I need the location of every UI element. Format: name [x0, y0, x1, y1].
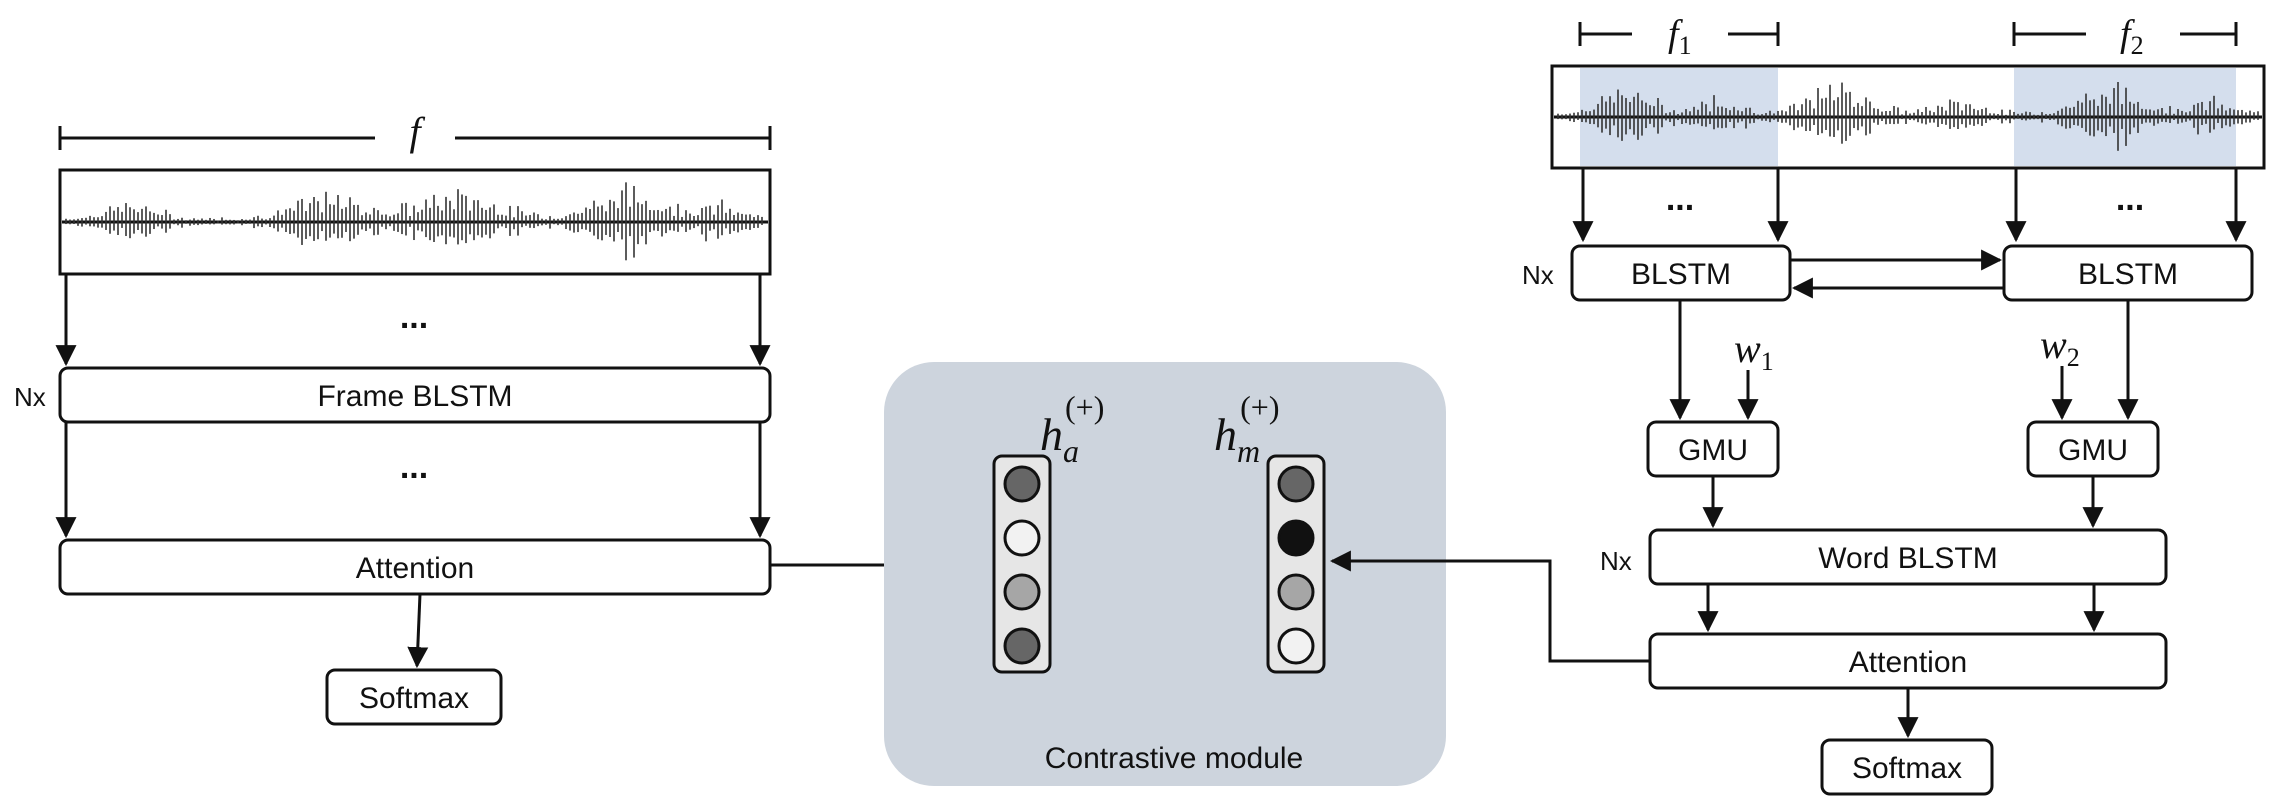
- svg-text:ha(+): ha(+): [1040, 389, 1104, 469]
- word-blstm-label: Word BLSTM: [1818, 542, 1998, 575]
- frame-blstm-label: Frame BLSTM: [317, 380, 512, 413]
- right-branch: f1 f2 ... ... Nx BLSTM BLSTM: [1329, 13, 2266, 796]
- attention-label-right: Attention: [1849, 646, 1967, 679]
- attention-label-left: Attention: [356, 552, 474, 585]
- contrastive-module-bg: [884, 362, 1446, 786]
- contrastive-module-title: Contrastive module: [1045, 742, 1303, 775]
- nx-label-word: Nx: [1600, 546, 1632, 576]
- softmax-label-left: Softmax: [359, 682, 469, 715]
- w1-label: w1: [1734, 326, 1774, 376]
- hm-nodes: [1277, 465, 1315, 665]
- hm-node-3: [1277, 573, 1315, 611]
- hm-node-2: [1277, 519, 1315, 557]
- nx-label-left: Nx: [14, 382, 46, 412]
- softmax-box-left: [325, 668, 503, 726]
- hm-vector: [1266, 454, 1326, 674]
- blstm-label-2: BLSTM: [2078, 258, 2178, 291]
- attention-box-left: [58, 538, 772, 596]
- gmu-label-1: GMU: [1678, 434, 1748, 467]
- svg-text:hm(+): hm(+): [1214, 389, 1279, 469]
- frame-blstm-box: [58, 366, 772, 424]
- ellipsis-f1: ...: [1666, 180, 1694, 218]
- left-branch: f ... Nx Frame BLSTM ... Attention Softm…: [14, 109, 995, 726]
- ha-label: ha(+): [1040, 389, 1104, 469]
- frame-label: f: [409, 109, 425, 154]
- ha-node-3: [1003, 573, 1041, 611]
- hm-node-1: [1277, 465, 1315, 503]
- ellipsis-top: ...: [400, 298, 428, 336]
- nx-label-blstm: Nx: [1522, 260, 1554, 290]
- word-blstm-box: [1648, 528, 2168, 586]
- ha-nodes: [1003, 465, 1041, 665]
- ha-node-4: [1003, 627, 1041, 665]
- f1-label: f1: [1668, 13, 1692, 60]
- w2-label: w2: [2040, 322, 2080, 372]
- waveform-right: [1554, 82, 2262, 151]
- f2-span-marker: f2: [2012, 13, 2238, 60]
- hm-label: hm(+): [1214, 389, 1279, 469]
- ha-node-2: [1003, 519, 1041, 557]
- frame-span-marker: f: [58, 109, 772, 154]
- gmu-label-2: GMU: [2058, 434, 2128, 467]
- waveform-left: [62, 182, 768, 261]
- ellipsis-mid: ...: [400, 448, 428, 486]
- softmax-box-right: [1820, 738, 1994, 796]
- ha-node-1: [1003, 465, 1041, 503]
- ha-vector: [992, 454, 1052, 674]
- ellipsis-f2: ...: [2116, 180, 2144, 218]
- blstm-label-1: BLSTM: [1631, 258, 1731, 291]
- hm-node-4: [1277, 627, 1315, 665]
- softmax-label-right: Softmax: [1852, 752, 1962, 785]
- f1-span-marker: f1: [1578, 13, 1780, 60]
- f2-label: f2: [2120, 13, 2144, 60]
- contrastive-module: ha(+) hm(+) Contrastive module: [884, 362, 1446, 786]
